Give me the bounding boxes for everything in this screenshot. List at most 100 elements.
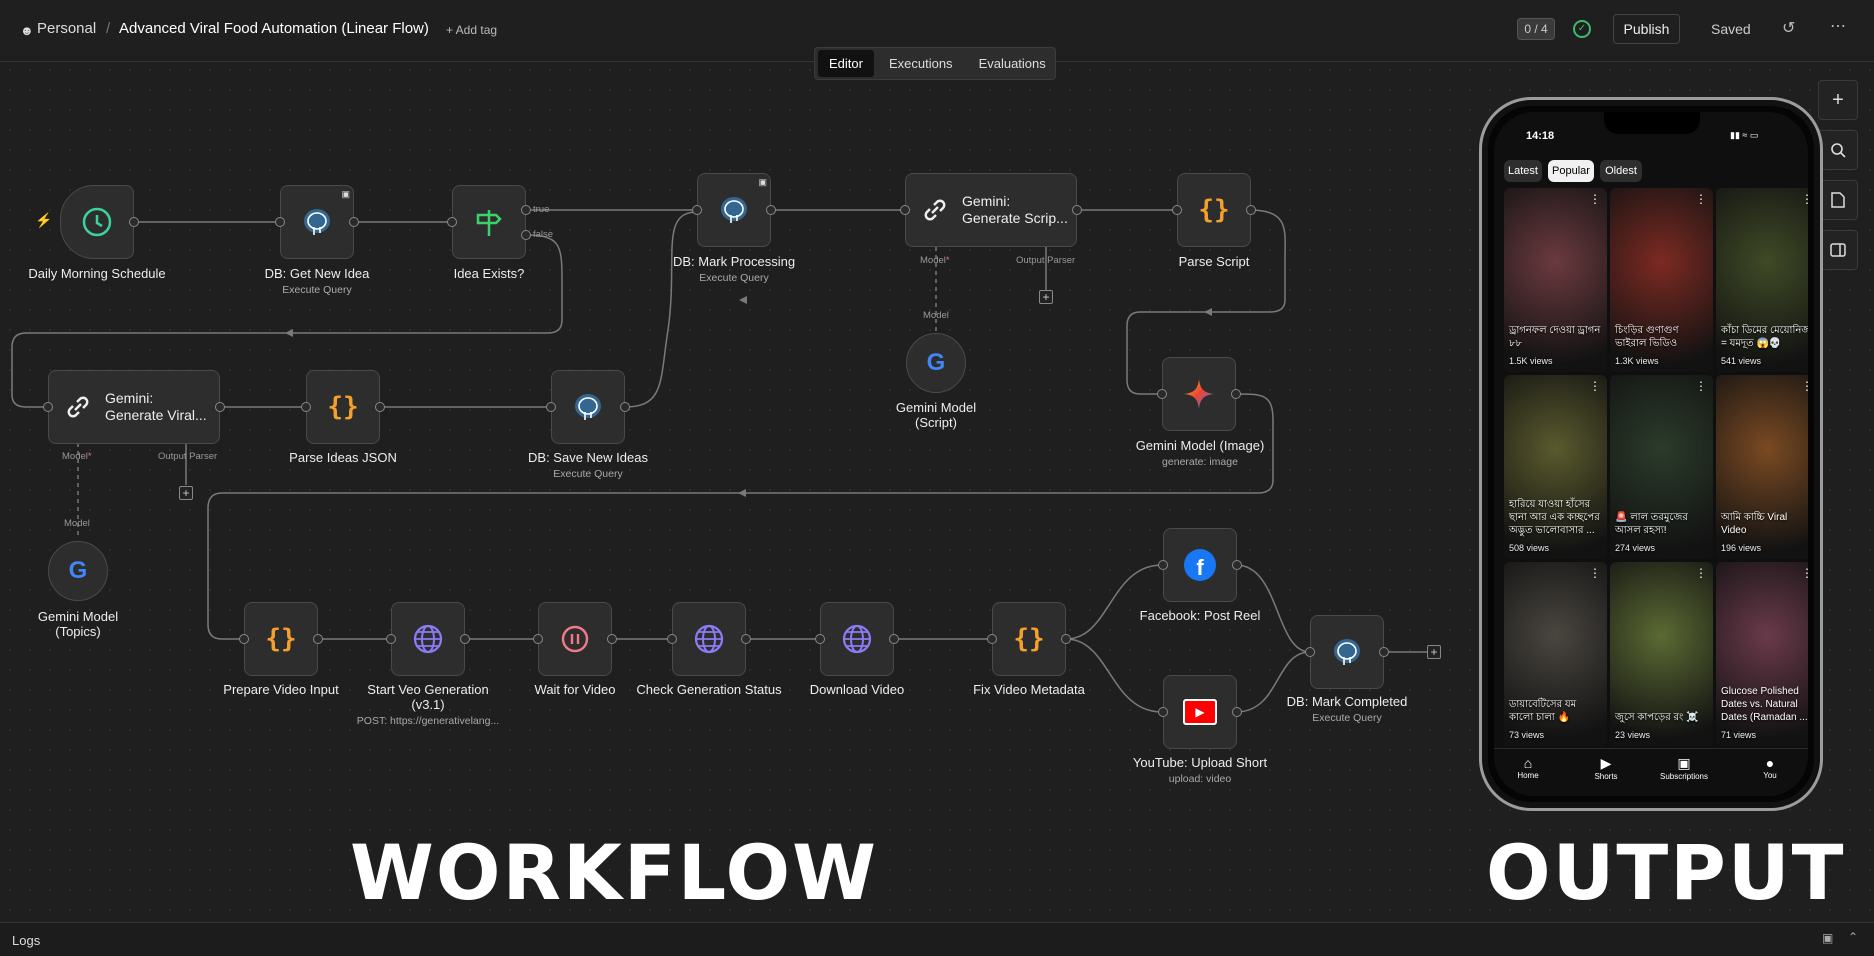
search-nodes-button[interactable] <box>1818 130 1858 170</box>
input-port[interactable] <box>386 634 396 644</box>
input-port[interactable] <box>1158 560 1168 570</box>
node-db-get-new-idea[interactable]: ▣ <box>280 185 354 259</box>
output-port[interactable] <box>349 217 359 227</box>
nav-subscriptions[interactable]: ▣Subscriptions <box>1654 755 1714 781</box>
node-gemini-model-script[interactable]: G <box>906 333 966 393</box>
output-port[interactable] <box>1379 647 1389 657</box>
add-output-parser-button[interactable]: + <box>179 486 193 500</box>
output-port[interactable] <box>1072 205 1082 215</box>
node-gemini-model-topics[interactable]: G <box>48 541 108 601</box>
add-tag-button[interactable]: + Add tag <box>446 23 498 37</box>
input-port[interactable] <box>815 634 825 644</box>
short-video-card[interactable]: ⋮Glucose Polished Dates vs. Natural Date… <box>1716 562 1808 746</box>
output-port[interactable] <box>1061 634 1071 644</box>
output-port[interactable] <box>1232 707 1242 717</box>
node-gemini-generate-viral[interactable]: Gemini:Generate Viral... <box>48 370 220 444</box>
node-prepare-video-input[interactable]: {} <box>244 602 318 676</box>
input-port[interactable] <box>43 402 53 412</box>
output-port[interactable] <box>313 634 323 644</box>
nav-home[interactable]: ⌂Home <box>1498 755 1558 780</box>
more-vertical-icon[interactable]: ⋮ <box>1695 379 1707 393</box>
input-port[interactable] <box>1305 647 1315 657</box>
output-port[interactable] <box>521 230 531 240</box>
more-options-icon[interactable]: ⋯ <box>1830 18 1846 35</box>
short-video-card[interactable]: ⋮ডায়াবেটিসের যম কালো চালা 🔥73 views <box>1504 562 1607 746</box>
chip-popular[interactable]: Popular <box>1548 160 1594 182</box>
node-gemini-model-image[interactable] <box>1162 357 1236 431</box>
node-parse-script[interactable]: {} <box>1177 173 1251 247</box>
node-facebook-post-reel[interactable]: f <box>1163 528 1237 602</box>
input-port[interactable] <box>533 634 543 644</box>
chip-latest[interactable]: Latest <box>1504 160 1542 182</box>
node-db-mark-processing[interactable]: ▣ <box>697 173 771 247</box>
short-video-card[interactable]: ⋮🚨 লাল তরমুজের আসল রহস্য!274 views <box>1610 375 1713 559</box>
output-port[interactable] <box>607 634 617 644</box>
input-port[interactable] <box>546 402 556 412</box>
publish-button[interactable]: Publish <box>1613 14 1680 44</box>
logs-panel[interactable]: Logs ▣ ⌃ <box>0 922 1874 956</box>
project-name[interactable]: Personal <box>37 20 97 37</box>
node-check-generation-status[interactable] <box>672 602 746 676</box>
output-port[interactable] <box>129 217 139 227</box>
popout-icon[interactable]: ▣ <box>1822 931 1834 945</box>
output-port[interactable] <box>741 634 751 644</box>
output-port[interactable] <box>766 205 776 215</box>
more-vertical-icon[interactable]: ⋮ <box>1695 566 1707 580</box>
node-db-mark-completed[interactable] <box>1310 615 1384 689</box>
tab-evaluations[interactable]: Evaluations <box>978 56 1046 71</box>
add-output-parser-button[interactable]: + <box>1039 290 1053 304</box>
input-port[interactable] <box>301 402 311 412</box>
input-port[interactable] <box>900 205 910 215</box>
output-port[interactable] <box>1231 389 1241 399</box>
output-port[interactable] <box>521 205 531 215</box>
node-idea-exists[interactable] <box>452 185 526 259</box>
add-node-button[interactable]: + <box>1818 80 1858 120</box>
output-port[interactable] <box>1246 205 1256 215</box>
input-port[interactable] <box>1158 707 1168 717</box>
node-start-veo-generation[interactable] <box>391 602 465 676</box>
input-port[interactable] <box>239 634 249 644</box>
chip-oldest[interactable]: Oldest <box>1600 160 1642 182</box>
node-db-save-new-ideas[interactable] <box>551 370 625 444</box>
input-port[interactable] <box>667 634 677 644</box>
more-vertical-icon[interactable]: ⋮ <box>1695 192 1707 206</box>
nav-you[interactable]: ●You <box>1740 755 1800 780</box>
node-parse-ideas-json[interactable]: {} <box>306 370 380 444</box>
short-video-card[interactable]: ⋮জুসে কাপড়ের রং ☠️23 views <box>1610 562 1713 746</box>
output-port[interactable] <box>215 402 225 412</box>
input-port[interactable] <box>1157 389 1167 399</box>
input-port[interactable] <box>275 217 285 227</box>
node-daily-morning-schedule[interactable] <box>60 185 134 259</box>
short-video-card[interactable]: ⋮হারিয়ে যাওয়া হাঁসের ছানা আর এক কচ্ছপে… <box>1504 375 1607 559</box>
chevron-up-icon[interactable]: ⌃ <box>1848 930 1859 944</box>
node-download-video[interactable] <box>820 602 894 676</box>
input-port[interactable] <box>987 634 997 644</box>
panel-toggle-button[interactable] <box>1818 230 1858 270</box>
output-port[interactable] <box>375 402 385 412</box>
tab-editor[interactable]: Editor <box>818 50 874 77</box>
more-vertical-icon[interactable]: ⋮ <box>1589 379 1601 393</box>
node-fix-video-metadata[interactable]: {} <box>992 602 1066 676</box>
input-port[interactable] <box>1172 205 1182 215</box>
short-video-card[interactable]: ⋮কাঁচা ডিমের মেয়োনিজ = যমদূত 😱💀541 view… <box>1716 188 1808 372</box>
input-port[interactable] <box>692 205 702 215</box>
more-vertical-icon[interactable]: ⋮ <box>1801 566 1808 580</box>
node-wait-for-video[interactable] <box>538 602 612 676</box>
workflow-title[interactable]: Advanced Viral Food Automation (Linear F… <box>119 20 429 37</box>
more-vertical-icon[interactable]: ⋮ <box>1801 379 1808 393</box>
node-youtube-upload-short[interactable]: ▶ <box>1163 675 1237 749</box>
node-gemini-generate-script[interactable]: Gemini:Generate Scrip... <box>905 173 1077 247</box>
output-port[interactable] <box>1232 560 1242 570</box>
nav-shorts[interactable]: ▶Shorts <box>1576 755 1636 781</box>
history-icon[interactable]: ↺ <box>1782 20 1796 37</box>
output-port[interactable] <box>889 634 899 644</box>
output-port[interactable] <box>620 402 630 412</box>
more-vertical-icon[interactable]: ⋮ <box>1589 566 1601 580</box>
output-port[interactable] <box>460 634 470 644</box>
more-vertical-icon[interactable]: ⋮ <box>1801 192 1808 206</box>
tab-executions[interactable]: Executions <box>888 56 953 71</box>
more-vertical-icon[interactable]: ⋮ <box>1589 192 1601 206</box>
